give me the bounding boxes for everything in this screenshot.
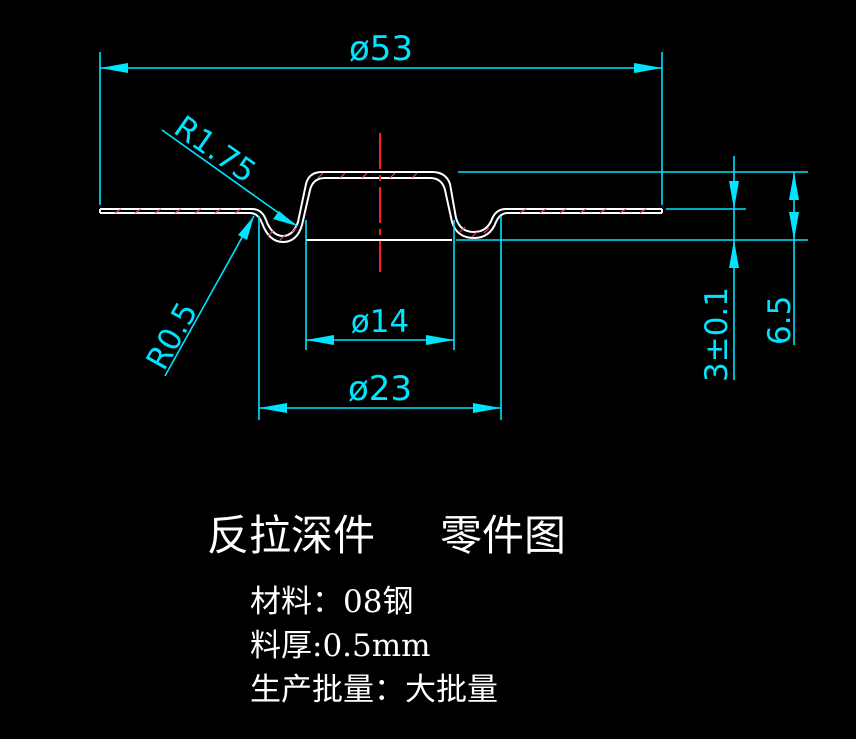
fillet-top-label: R1.75	[167, 109, 262, 190]
production-note: 生产批量：大批量	[250, 672, 498, 708]
part-lower-surface	[100, 177, 662, 244]
dim-inner-diameter: ø14	[305, 220, 455, 350]
title-block: 反拉深件 零件图	[207, 511, 566, 560]
dim-depth: 3±0.1	[456, 156, 808, 382]
part-profile	[99, 171, 663, 244]
total-height-label: 6.5	[762, 296, 798, 345]
part-upper-surface	[100, 171, 662, 238]
dim-mid-diameter: ø23	[258, 216, 502, 420]
dim-fillet-bottom: R0.5	[140, 215, 255, 377]
material-note: 材料：08钢	[250, 584, 413, 620]
dim-total-height: 6.5	[762, 172, 799, 345]
mid-diameter-label: ø23	[348, 369, 412, 409]
inner-diameter-label: ø14	[351, 304, 409, 340]
depth-label: 3±0.1	[699, 287, 735, 382]
section-hatch	[114, 172, 647, 241]
dim-outer-diameter: ø53	[99, 29, 663, 205]
notes-block: 材料：08钢 料厚:0.5mm 生产批量：大批量	[250, 584, 498, 708]
thickness-note: 料厚:0.5mm	[250, 628, 431, 664]
drawing-type: 零件图	[440, 511, 566, 560]
fillet-bottom-label: R0.5	[140, 296, 206, 375]
outer-diameter-label: ø53	[349, 29, 413, 69]
part-name: 反拉深件	[207, 511, 375, 560]
